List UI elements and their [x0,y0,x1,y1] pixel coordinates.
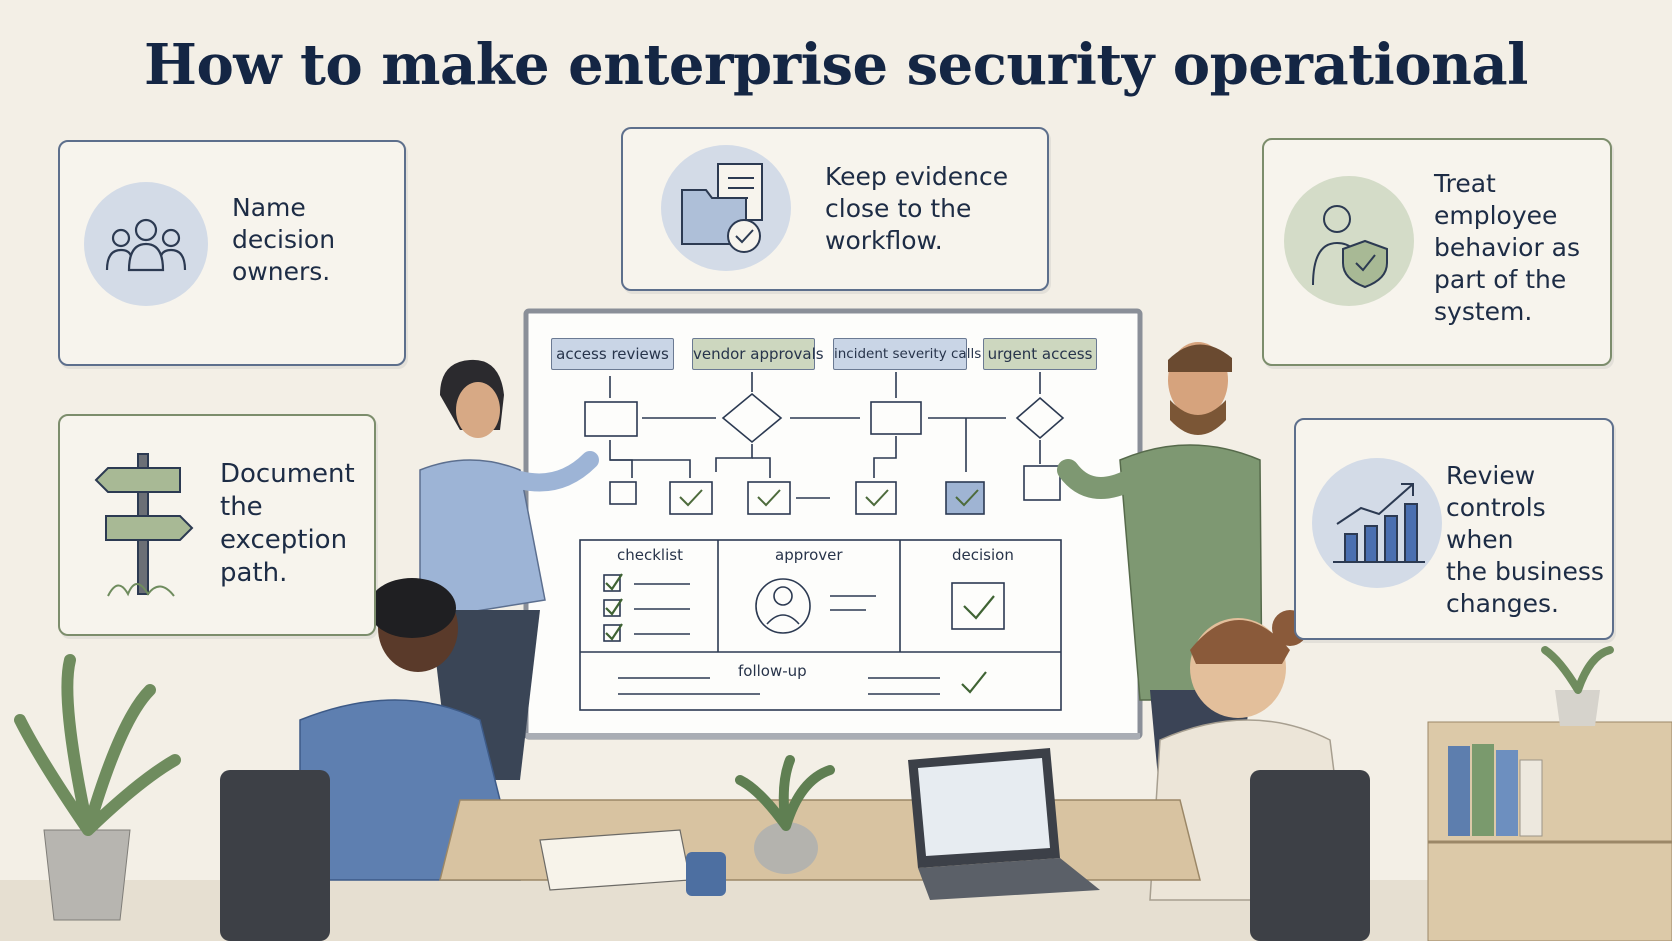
card-employee-behavior: Treat employee behavior as part of the s… [1262,138,1612,366]
card-exception-path: Document the exception path. [58,414,376,636]
card-review-controls-text: Review controls when the business change… [1446,461,1604,618]
person-shield-icon [1284,176,1414,306]
section-label-follow-up: follow-up [738,662,807,680]
card-review-controls: Review controls when the business change… [1294,418,1614,640]
lane-label-urgent-access: urgent access [983,338,1097,370]
folder-check-icon [661,145,791,271]
signpost-icon [88,446,198,610]
card-evidence-text: Keep evidence close to the workflow. [825,162,1009,255]
lane-label-incident-severity-calls: incident severity calls [833,338,981,370]
whiteboard-frame [523,308,1143,740]
bar-chart-icon [1312,458,1442,588]
card-decision-owners-text: Name decision owners. [232,193,336,286]
lane-label-access-reviews: access reviews [551,338,674,370]
section-label-approver: approver [775,546,843,564]
people-icon [84,182,208,306]
card-exception-path-text: Document the exception path. [220,459,355,588]
section-label-decision: decision [952,546,1014,564]
section-label-checklist: checklist [617,546,683,564]
page-title: How to make enterprise security operatio… [144,32,1528,98]
card-employee-behavior-text: Treat employee behavior as part of the s… [1434,169,1581,326]
card-decision-owners: Name decision owners. [58,140,406,366]
lane-label-vendor-approvals: vendor approvals [692,338,824,370]
card-evidence: Keep evidence close to the workflow. [621,127,1049,291]
